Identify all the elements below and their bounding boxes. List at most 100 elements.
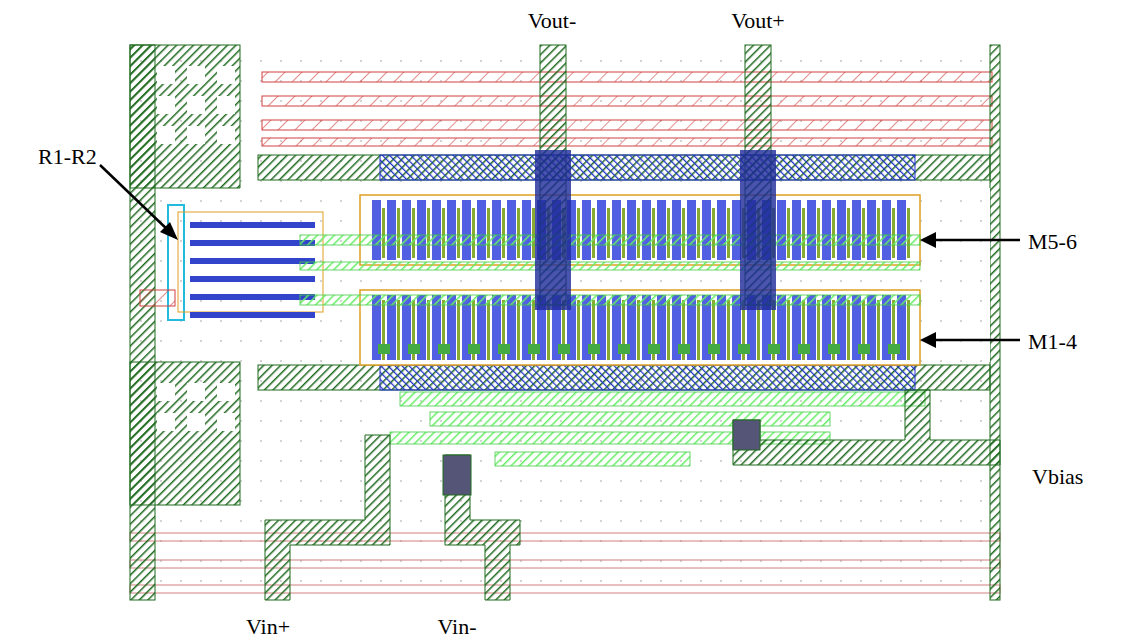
gate-finger: [652, 208, 655, 258]
metal-rails: [130, 72, 1000, 593]
bias-trace: [733, 390, 1000, 465]
gate-finger: [667, 300, 670, 360]
gate-finger: [528, 344, 540, 354]
signal-label: R1-R2: [38, 146, 97, 168]
gate-finger: [828, 344, 840, 354]
gate-finger: [517, 208, 520, 258]
gate-finger: [637, 208, 640, 258]
gate-finger: [432, 200, 441, 260]
leader-arrow: [100, 165, 1020, 348]
gate-finger: [402, 200, 411, 260]
output-trace: [540, 45, 771, 305]
gate-finger: [558, 344, 570, 354]
gate-finger: [378, 344, 390, 354]
gate-finger: [642, 200, 651, 260]
input-trace: [265, 435, 520, 600]
gate-finger: [717, 200, 726, 260]
gate-finger: [702, 200, 711, 260]
metal-bar: [380, 365, 915, 390]
gate-finger: [648, 344, 660, 354]
gate-finger: [682, 208, 685, 258]
gate-finger: [667, 208, 670, 258]
gate-finger: [657, 200, 666, 260]
gate-finger: [897, 200, 906, 260]
gate-finger: [607, 208, 610, 258]
gate-finger: [858, 344, 870, 354]
gate-finger: [678, 344, 690, 354]
signal-label: Vout-: [528, 10, 577, 32]
gate-finger: [888, 344, 900, 354]
gate-finger: [732, 200, 741, 260]
gate-finger: [457, 300, 460, 360]
gate-finger: [477, 200, 486, 260]
gate-finger: [697, 300, 700, 360]
gate-finger: [487, 208, 490, 258]
gate-finger: [618, 344, 630, 354]
gate-finger: [777, 200, 786, 260]
gate-finger: [472, 208, 475, 258]
gate-finger: [727, 300, 730, 360]
gate-finger: [822, 200, 831, 260]
gate-finger: [438, 344, 450, 354]
poly-wires: [300, 235, 925, 466]
gate-finger: [588, 344, 600, 354]
signal-label: Vbias: [1032, 466, 1083, 488]
gate-finger: [882, 200, 891, 260]
gate-finger: [577, 300, 580, 360]
gate-finger: [627, 200, 636, 260]
gate-finger: [498, 344, 510, 354]
gate-finger: [852, 200, 861, 260]
gate-finger: [447, 200, 456, 260]
gate-finger: [877, 208, 880, 258]
gate-finger: [708, 344, 720, 354]
gate-finger: [507, 200, 516, 260]
gate-finger: [862, 208, 865, 258]
gate-finger: [817, 300, 820, 360]
metal-bar: [380, 155, 915, 180]
grid-dots: [130, 45, 1000, 600]
gate-finger: [412, 208, 415, 258]
signal-label: Vin-: [437, 616, 476, 638]
gate-finger: [787, 208, 790, 258]
gate-finger: [847, 300, 850, 360]
gate-finger: [787, 300, 790, 360]
gate-finger: [847, 208, 850, 258]
gate-finger: [502, 208, 505, 258]
gate-finger: [417, 200, 426, 260]
gate-finger: [697, 208, 700, 258]
gate-finger: [522, 200, 531, 260]
gate-finger: [907, 300, 910, 360]
resistor-symbol: [140, 205, 323, 320]
gate-finger: [597, 200, 606, 260]
gate-finger: [487, 300, 490, 360]
gate-finger: [672, 200, 681, 260]
gate-finger: [637, 300, 640, 360]
pad-holes: [157, 66, 235, 431]
gate-finger: [577, 208, 580, 258]
gate-finger: [837, 200, 846, 260]
gate-finger: [817, 208, 820, 258]
gate-finger: [442, 208, 445, 258]
gate-finger: [612, 200, 621, 260]
gate-finger: [468, 344, 480, 354]
gate-finger: [892, 208, 895, 258]
gate-finger: [408, 344, 420, 354]
gate-finger: [738, 344, 750, 354]
gate-finger: [687, 200, 696, 260]
gate-finger: [397, 300, 400, 360]
transistor-array: [360, 195, 920, 265]
gate-finger: [798, 344, 810, 354]
gate-finger: [907, 208, 910, 258]
gate-finger: [867, 200, 876, 260]
gate-finger: [582, 200, 591, 260]
gate-finger: [372, 200, 381, 260]
gate-finger: [457, 208, 460, 258]
gate-finger: [807, 200, 816, 260]
gate-finger: [768, 344, 780, 354]
gate-fingers: [372, 200, 910, 360]
gate-finger: [877, 300, 880, 360]
gate-finger: [517, 300, 520, 360]
guard-ring: [130, 45, 1000, 600]
